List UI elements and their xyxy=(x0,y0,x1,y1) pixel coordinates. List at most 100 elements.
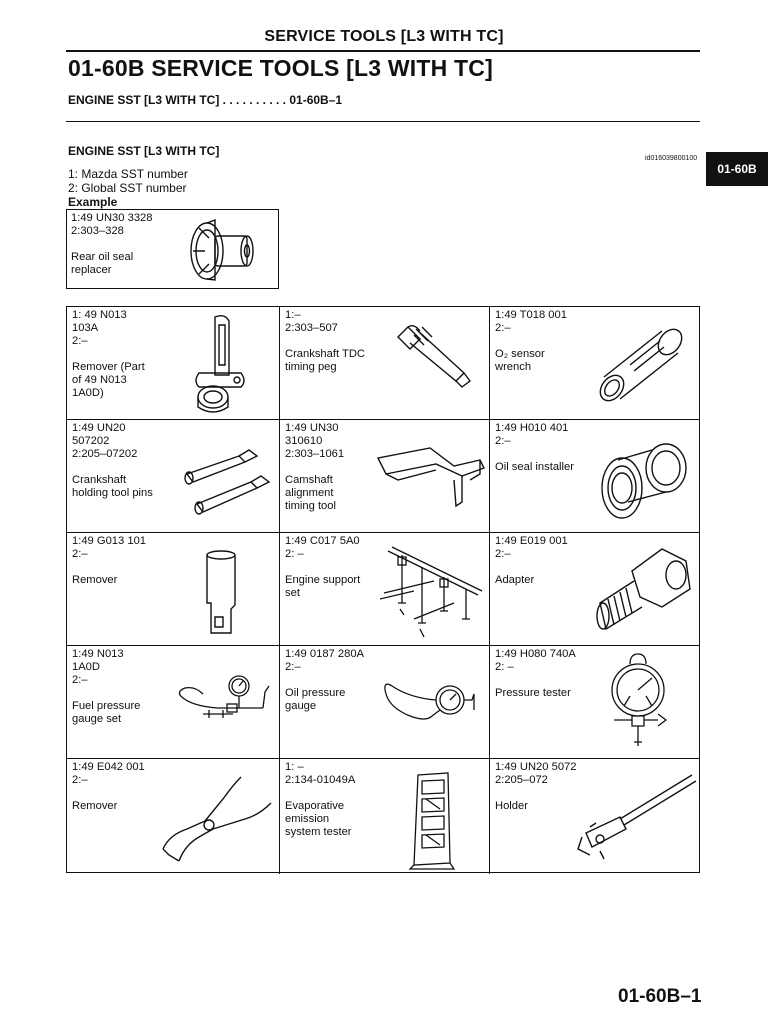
tool-cell: 1:– 2:303–507 Crankshaft TDC timing peg xyxy=(280,307,490,420)
tool-line xyxy=(72,561,146,574)
tool-line: 1:49 G013 101 xyxy=(72,535,147,547)
pressure-tester-icon xyxy=(611,653,668,746)
tool-line: 1:49 UN30 xyxy=(285,422,339,434)
tool-line: 1:49 N013 xyxy=(72,648,124,660)
oil-pressure-gauge-icon xyxy=(384,683,475,720)
o2-sensor-wrench-icon xyxy=(599,328,683,402)
tool-line: timing peg xyxy=(285,361,337,373)
tool-line: Camshaft xyxy=(285,474,333,486)
tool-line: timing tool xyxy=(285,500,336,512)
tool-line xyxy=(285,561,360,574)
example-line: 1:49 UN30 3328 xyxy=(71,212,153,224)
section-title: 01-60B SERVICE TOOLS [L3 WITH TC] xyxy=(68,55,493,81)
tool-line: 1A0D xyxy=(72,661,100,673)
tool-line: 2:– xyxy=(495,322,511,334)
page-number: 01-60B–1 xyxy=(618,986,702,1007)
tool-text: 1:49 E019 001 2:– Adapter xyxy=(495,535,568,587)
fuel-pressure-gauge-icon xyxy=(178,675,270,718)
timing-peg-icon xyxy=(397,324,471,388)
tool-text: 1:49 UN20 507202 2:205–07202 Crankshaft … xyxy=(72,422,153,500)
tool-line: 2:205–072 xyxy=(495,774,548,786)
tool-line: Crankshaft TDC xyxy=(285,348,365,360)
header-rule xyxy=(66,50,700,52)
tool-line: 1:49 H080 740A xyxy=(495,648,576,660)
tool-line: Remover xyxy=(72,800,118,812)
tool-line: 1:49 UN20 5072 xyxy=(495,761,577,773)
tool-line: Pressure tester xyxy=(495,687,571,699)
tool-cell: 1:49 H010 401 2:– Oil seal installer xyxy=(490,420,700,533)
tool-line: holding tool pins xyxy=(72,487,153,499)
tool-cell: 1:49 H080 740A 2: – Pressure tester xyxy=(490,646,700,759)
tool-line: 2:– xyxy=(72,774,88,786)
tool-line: 2:– xyxy=(72,335,88,347)
example-label: Example xyxy=(68,195,118,209)
section-rule xyxy=(66,121,700,122)
tool-line: of 49 N013 xyxy=(72,374,127,386)
tool-line xyxy=(285,335,365,348)
oil-seal-installer-icon xyxy=(601,443,687,519)
tool-line: 1:49 T018 001 xyxy=(495,309,567,321)
tool-line: 1: 49 N013 xyxy=(72,309,127,321)
tool-line xyxy=(285,787,355,800)
toc-entry-link[interactable]: ENGINE SST [L3 WITH TC] . . . . . . . . … xyxy=(68,93,343,107)
tool-cell: 1:49 G013 101 2:– Remover xyxy=(67,533,280,646)
tool-line: 507202 xyxy=(72,435,110,447)
tool-line: Remover xyxy=(72,574,118,586)
tool-line: 2:– xyxy=(495,435,511,447)
tool-line: emission xyxy=(285,813,330,825)
tool-text: 1:49 H010 401 2:– Oil seal installer xyxy=(495,422,574,474)
tool-line: 103A xyxy=(72,322,99,334)
tool-text: 1: – 2:134-01049A Evaporative emission s… xyxy=(285,761,355,839)
tool-line: Engine support xyxy=(285,574,361,586)
tool-line: O₂ sensor xyxy=(495,348,545,360)
tool-line: Remover (Part xyxy=(72,361,145,373)
tool-line: 2: – xyxy=(495,661,514,673)
tool-line: set xyxy=(285,587,300,599)
tool-line: 1:49 0187 280A xyxy=(285,648,365,660)
tool-line: Evaporative xyxy=(285,800,345,812)
tool-line: system tester xyxy=(285,826,352,838)
tool-line: 1:49 E042 001 xyxy=(72,761,145,773)
tool-line xyxy=(72,348,145,361)
tool-cell: 1:49 N013 1A0D 2:– Fuel pressure gauge s… xyxy=(67,646,280,759)
tool-text: 1:49 UN30 310610 2:303–1061 Camshaft ali… xyxy=(285,422,344,513)
tool-cell: 1:49 E042 001 2:– Remover xyxy=(67,759,280,874)
tool-cell: 1:49 E019 001 2:– Adapter xyxy=(490,533,700,646)
tool-line xyxy=(495,335,567,348)
tool-cell: 1:49 UN20 5072 2:205–072 Holder xyxy=(490,759,701,874)
tool-line: Crankshaft xyxy=(72,474,127,486)
tool-cell: 1:49 UN20 507202 2:205–07202 Crankshaft … xyxy=(67,420,280,533)
tool-text: 1:49 H080 740A 2: – Pressure tester xyxy=(495,648,576,700)
sub-heading: ENGINE SST [L3 WITH TC] xyxy=(68,144,220,158)
tool-cell: 1:49 UN30 310610 2:303–1061 Camshaft ali… xyxy=(280,420,490,533)
tool-cell: 1:49 T018 001 2:– O₂ sensor wrench xyxy=(490,307,700,420)
tool-text: 1:49 UN20 5072 2:205–072 Holder xyxy=(495,761,576,813)
tool-text: 1:49 N013 1A0D 2:– Fuel pressure gauge s… xyxy=(72,648,140,726)
tool-text: 1:49 G013 101 2:– Remover xyxy=(72,535,146,587)
tool-line: 2:134-01049A xyxy=(285,774,356,786)
tool-line: Oil seal installer xyxy=(495,461,574,473)
adapter-icon xyxy=(596,548,691,631)
tool-line xyxy=(495,448,574,461)
tool-line xyxy=(285,674,364,687)
tool-line: 1:49 E019 001 xyxy=(495,535,568,547)
tool-text: 1:49 E042 001 2:– Remover xyxy=(72,761,145,813)
tool-line: 1A0D) xyxy=(72,387,104,399)
holding-pins-icon xyxy=(184,449,271,515)
tool-line: 1: – xyxy=(285,761,304,773)
example-line: 2:303–328 xyxy=(71,225,124,237)
tool-line: 1:– xyxy=(285,309,301,321)
legend-global-number: 2: Global SST number xyxy=(68,181,187,195)
tool-line xyxy=(495,561,568,574)
tool-line: 2:303–1061 xyxy=(285,448,345,460)
tool-line: 2: – xyxy=(285,548,304,560)
tool-cell: 1: 49 N013 103A 2:– Remover (Part of 49 … xyxy=(67,307,280,420)
tool-text: 1:49 C017 5A0 2: – Engine support set xyxy=(285,535,360,600)
tool-line: 2:– xyxy=(72,674,88,686)
tool-line xyxy=(495,674,576,687)
example-line: Rear oil seal xyxy=(71,251,134,263)
tool-line: Holder xyxy=(495,800,528,812)
example-text: 1:49 UN30 3328 2:303–328 Rear oil seal r… xyxy=(71,212,152,277)
tool-line: Fuel pressure xyxy=(72,700,141,712)
tool-line: Adapter xyxy=(495,574,535,586)
